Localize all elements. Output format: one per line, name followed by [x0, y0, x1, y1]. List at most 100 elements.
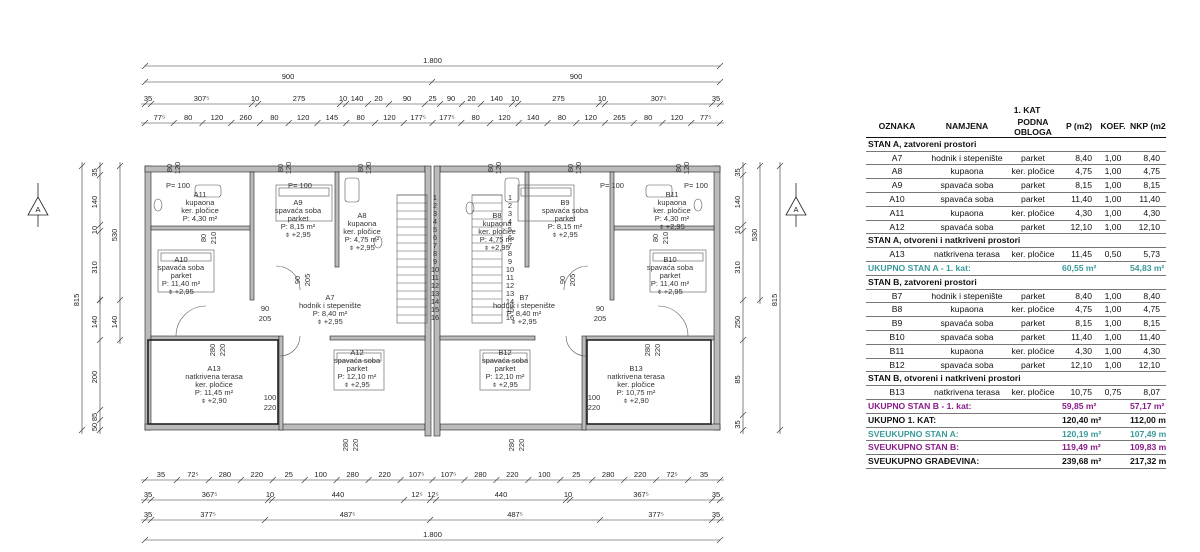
- room-label-line: P: 11,40 m²: [651, 279, 690, 288]
- opening-label: 220: [218, 344, 227, 357]
- dimension-label: 260: [239, 113, 252, 122]
- table-cell: 11,40: [1060, 192, 1098, 207]
- dimension-label: 25: [285, 470, 293, 479]
- table-cell: 12,10: [1060, 220, 1098, 235]
- room-label-line: P: 4,75 m²: [480, 235, 515, 244]
- stair-outline: [396, 194, 428, 324]
- total-label: UKUPNO 1. KAT:: [866, 413, 1060, 428]
- window-label: P= 100: [288, 181, 312, 190]
- table-cell: 8,15: [1060, 178, 1098, 193]
- table-cell: ker. pločice: [1006, 206, 1060, 221]
- stair-number: 10: [431, 265, 439, 274]
- table-cell: 8,07: [1128, 385, 1167, 400]
- total-label: UKUPNO STAN B - 1. kat:: [866, 399, 1060, 414]
- dimension-tick: [228, 119, 235, 127]
- door-swing: [565, 335, 587, 357]
- dimension-label: 20: [374, 94, 382, 103]
- dimension-tick: [652, 476, 660, 484]
- dimension-label: 80: [558, 113, 566, 122]
- stair-number: 8: [433, 249, 437, 258]
- dimension-tick: [429, 119, 436, 127]
- walls: [144, 165, 721, 437]
- room-label-line: ⌽ +2,95: [168, 287, 194, 296]
- total-nkp: 54,83 m²: [1128, 261, 1167, 276]
- dimension-label: 72⁵: [187, 470, 198, 479]
- total-area: 239,68 m²: [1060, 454, 1128, 469]
- dimension-label: 377⁵: [200, 510, 216, 519]
- table-cell: 1,00: [1098, 330, 1128, 345]
- header-cell: PODNA OBLOGA: [1006, 116, 1060, 138]
- room-label-line: P: 10,75 m²: [617, 388, 656, 397]
- room-label-line: B10: [663, 255, 676, 264]
- opening-label: 120: [173, 162, 182, 175]
- dimension-tick: [256, 119, 264, 127]
- dimension-label: 35: [144, 510, 152, 519]
- total-area: 59,85 m²: [1060, 399, 1128, 414]
- table-cell: 11,45: [1060, 247, 1098, 262]
- dimension-label: 20: [467, 94, 475, 103]
- dimension-tick: [708, 516, 716, 524]
- room-label-line: ker. pločice: [478, 227, 516, 236]
- stair-number: 5: [508, 225, 512, 234]
- dimension-label: 120: [498, 113, 511, 122]
- opening-label: 90: [293, 276, 302, 284]
- room-label-line: P: 11,40 m²: [162, 279, 201, 288]
- dimension-tick: [461, 476, 468, 484]
- dimension-tick: [141, 62, 149, 70]
- dimension-label: 280: [219, 470, 232, 479]
- opening-label: 220: [588, 403, 601, 412]
- dimension-tick: [630, 119, 637, 127]
- room-label-line: ⌽ +2,90: [201, 396, 227, 405]
- room-label-line: A12: [350, 348, 363, 357]
- dimension-label: 220: [506, 470, 519, 479]
- dimension-label: 275: [552, 94, 565, 103]
- dimension-tick: [147, 496, 155, 504]
- dimension-tick: [589, 476, 596, 484]
- dimension-label: 177⁵: [439, 113, 455, 122]
- dimension-tick: [96, 426, 104, 434]
- dimension-tick: [170, 119, 177, 127]
- stair-number: 10: [506, 265, 514, 274]
- section-label: STAN A, zatvoreni prostori: [866, 137, 1167, 152]
- window-label: P= 100: [166, 181, 190, 190]
- dimension-tick: [428, 78, 436, 86]
- dimension-label: 900: [570, 72, 583, 81]
- stair-outline: [471, 194, 503, 324]
- dimension-label: 80: [644, 113, 652, 122]
- table-cell: ker. pločice: [1006, 247, 1060, 262]
- room-label-line: P: 12,10 m²: [338, 372, 377, 381]
- stair-number: 8: [508, 249, 512, 258]
- header-cell: KOEF.: [1098, 116, 1128, 138]
- opening-label: 100: [264, 393, 277, 402]
- dimension-tick: [96, 416, 104, 424]
- dimension-tick: [514, 100, 522, 108]
- fixtures: [153, 177, 707, 391]
- table-cell: 4,75: [1060, 302, 1098, 318]
- room-label-line: ⌽ +2,90: [623, 396, 649, 405]
- room-label-line: P: 8,15 m²: [548, 222, 583, 231]
- table-cell: 8,15: [1060, 316, 1098, 331]
- dimension-label: 25: [572, 470, 580, 479]
- table-cell: 4,75: [1128, 164, 1167, 180]
- section-row: STAN A, otvoreni i natkriveni prostori: [866, 233, 1167, 249]
- room-label-line: B7: [519, 293, 528, 302]
- pillow: [278, 187, 330, 197]
- table-cell: spavaća soba: [928, 316, 1006, 331]
- dimension-tick: [688, 119, 695, 127]
- door-swing: [657, 305, 689, 337]
- pillow: [520, 187, 572, 197]
- table-cell: 1,00: [1098, 358, 1128, 373]
- toilet: [153, 198, 163, 212]
- room-label-line: B13: [629, 364, 642, 373]
- table-cell: 1,00: [1098, 220, 1128, 235]
- dimension-label: 10: [511, 94, 519, 103]
- dimension-tick: [141, 100, 149, 108]
- dimension-label: 145: [326, 113, 339, 122]
- opening-label: 220: [351, 439, 360, 452]
